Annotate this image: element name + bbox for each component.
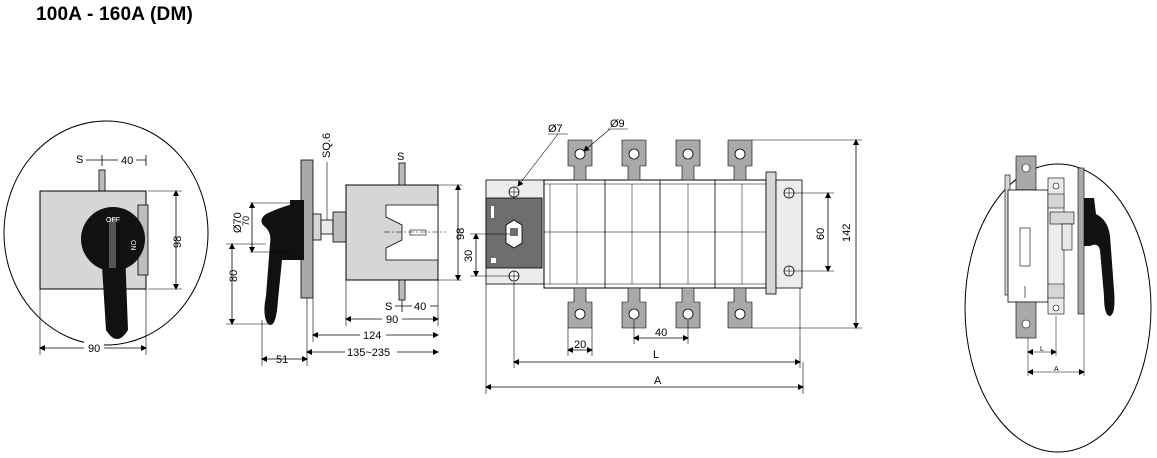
- poles-body: [543, 179, 767, 289]
- installation-handle: [1084, 198, 1115, 316]
- dim-30: 30: [463, 250, 475, 262]
- rotary-handle: OFF ON: [81, 207, 145, 339]
- dim-70: 70: [241, 216, 251, 226]
- install-dim-A: A: [1054, 366, 1059, 373]
- bottom-terminals: [567, 287, 753, 329]
- dim-135-235: 135~235: [347, 347, 390, 359]
- dim-51: 51: [276, 354, 288, 366]
- dim-142: 142: [841, 224, 853, 242]
- dim-40-side: 40: [414, 301, 426, 313]
- dia-9-label: Ø9: [610, 118, 625, 130]
- dim-124: 124: [363, 330, 381, 342]
- dim-d70: Ø70: [232, 212, 244, 233]
- dim-A: A: [654, 375, 662, 387]
- off-label: OFF: [106, 217, 120, 224]
- top-terminals: [567, 139, 753, 181]
- front-view: OFF ON S 40 98 90: [3, 120, 209, 355]
- dim-98-side: 98: [455, 228, 467, 240]
- dim-L: L: [653, 349, 659, 361]
- side-view-body: S 98 S 40 90 124 135~235: [306, 151, 467, 359]
- on-label: ON: [129, 240, 136, 251]
- s-label-side-bottom: S: [385, 301, 392, 313]
- dim-80: 80: [228, 270, 240, 282]
- s-label-side-top: S: [397, 151, 404, 163]
- install-dim-L: L: [1040, 346, 1044, 353]
- dim-90-front: 90: [88, 343, 100, 355]
- sq6-label: SQ.6: [321, 133, 333, 158]
- top-view: Ø7 Ø9 30 60 142 20 40 L: [463, 118, 862, 394]
- side-view-handle: SQ.6 Ø70 70 80 51: [226, 133, 334, 366]
- dim-98-front: 98: [172, 236, 184, 248]
- dim-90-side: 90: [386, 314, 398, 326]
- dia-7-label: Ø7: [548, 123, 563, 135]
- dim-40-pitch: 40: [655, 327, 667, 339]
- page-title: 100A - 160A (DM): [36, 4, 193, 25]
- s-label-front: S: [76, 154, 83, 166]
- installation-view: L A: [964, 155, 1152, 453]
- dim-60: 60: [815, 228, 827, 240]
- dim-20: 20: [574, 339, 586, 351]
- dim-40-front: 40: [121, 155, 133, 167]
